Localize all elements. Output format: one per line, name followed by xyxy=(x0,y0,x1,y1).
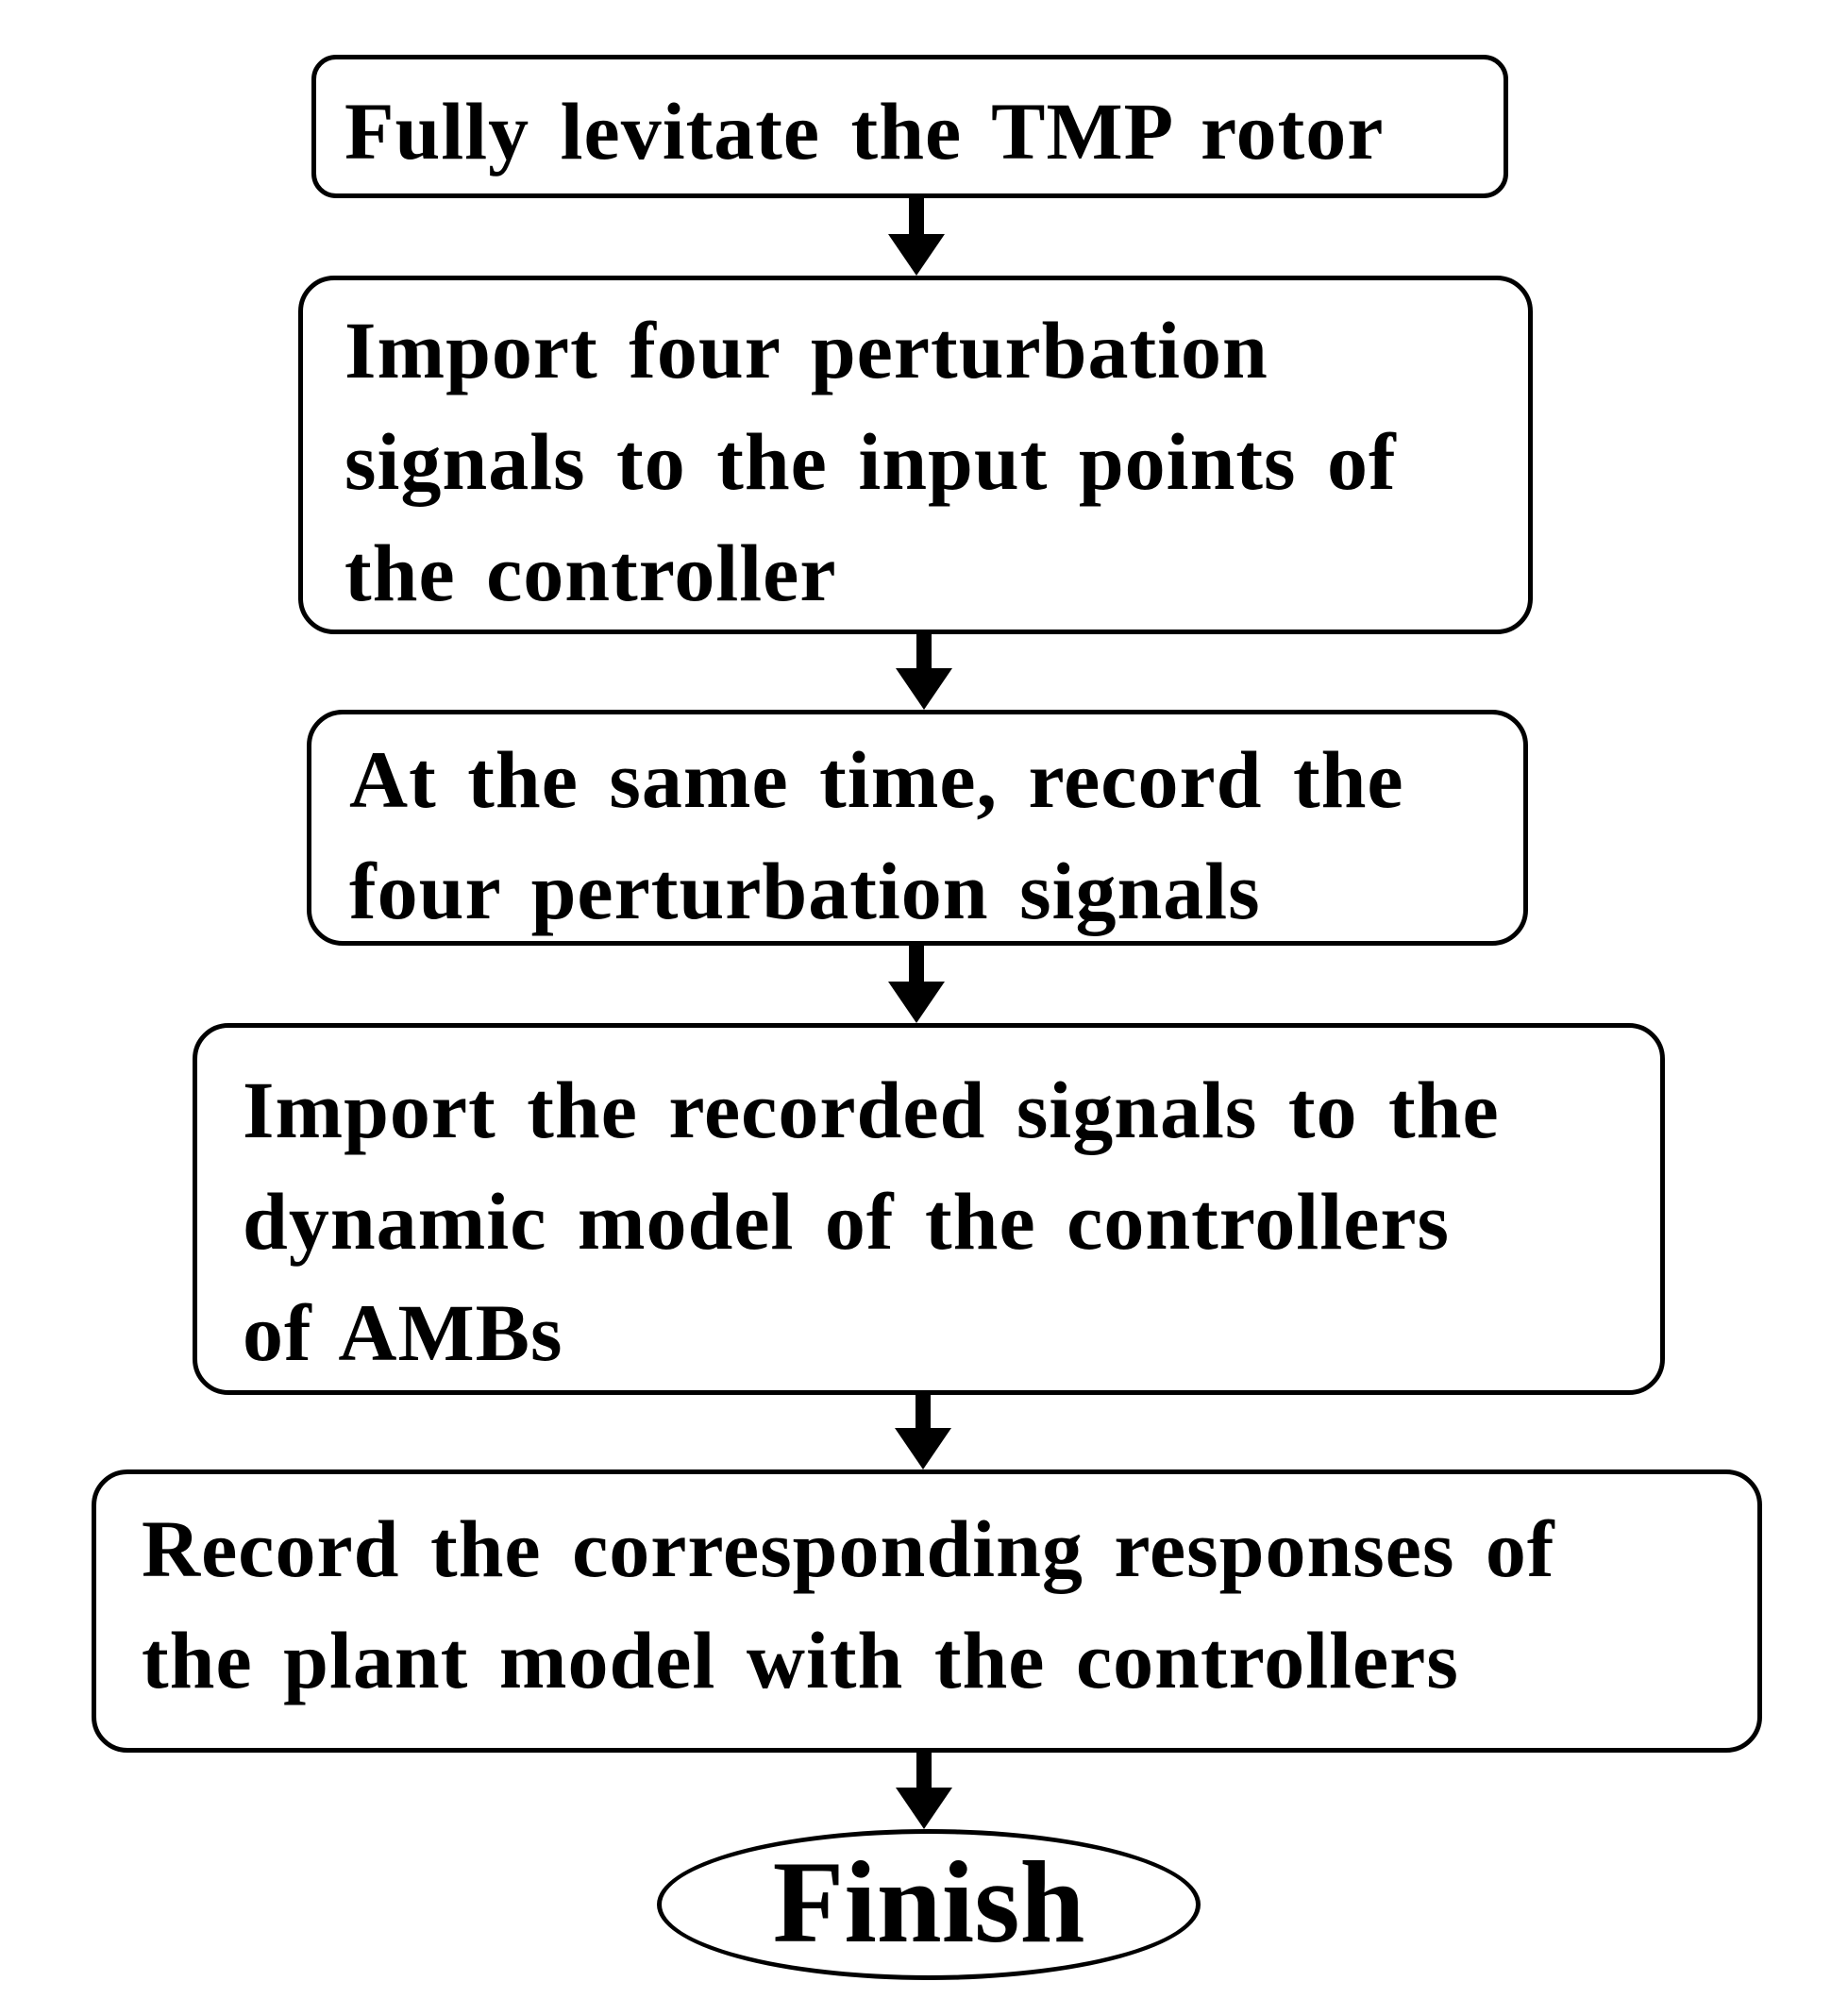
step-3-box: At the same time, record the four pertur… xyxy=(307,710,1528,946)
step-3-line-1: At the same time, record the xyxy=(349,734,1404,825)
step-5-line-1: Record the corresponding responses of xyxy=(142,1503,1555,1594)
step-2-line-3: the controller xyxy=(344,528,837,618)
arrow-step-5-to-finish xyxy=(896,1751,952,1829)
step-4-line-1: Import the recorded signals to the xyxy=(243,1065,1500,1155)
step-5-line-2: the plant model with the controllers xyxy=(142,1615,1459,1705)
step-4-line-2: dynamic model of the controllers xyxy=(243,1176,1451,1267)
step-1-box: Fully levitate the TMP rotor xyxy=(311,55,1508,198)
arrow-step-1-to-2 xyxy=(888,196,945,276)
step-4-box: Import the recorded signals to the dynam… xyxy=(193,1023,1665,1395)
finish-terminal: Finish xyxy=(657,1829,1201,1980)
arrow-step-4-to-5 xyxy=(895,1393,951,1469)
step-2-line-2: signals to the input points of xyxy=(344,416,1397,507)
arrow-step-3-to-4 xyxy=(888,944,945,1023)
step-2-line-1: Import four perturbation xyxy=(344,305,1268,395)
step-3-line-2: four perturbation signals xyxy=(349,846,1261,936)
step-5-box: Record the corresponding responses of th… xyxy=(92,1469,1762,1753)
step-2-box: Import four perturbation signals to the … xyxy=(298,276,1533,634)
finish-label: Finish xyxy=(772,1838,1085,1967)
arrow-step-2-to-3 xyxy=(896,632,952,710)
step-1-line-1: Fully levitate the TMP rotor xyxy=(344,86,1385,176)
step-4-line-3: of AMBs xyxy=(243,1287,563,1378)
